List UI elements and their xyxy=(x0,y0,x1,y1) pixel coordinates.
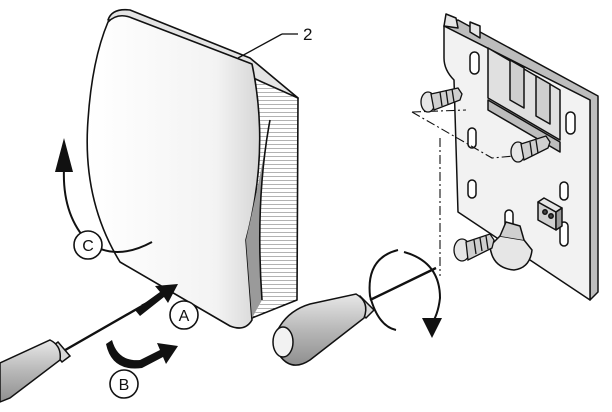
housing-front xyxy=(86,14,261,329)
mounting-plate xyxy=(443,13,599,301)
screw-lower xyxy=(453,233,495,262)
step-b-arrow xyxy=(106,340,178,369)
sensor-housing xyxy=(86,8,299,329)
step-c-label: C xyxy=(82,238,94,255)
step-c-callout: C xyxy=(73,230,103,260)
plate-bottom-clip xyxy=(489,235,533,271)
screwdriver-left-handle xyxy=(0,339,62,403)
part-callout: 2 xyxy=(237,25,312,59)
screwdriver-right xyxy=(272,266,437,366)
step-a-arrow xyxy=(135,284,178,316)
housing-front-curve-shadow xyxy=(246,120,270,318)
step-a-callout: A xyxy=(169,300,199,330)
rotation-arrow xyxy=(368,249,442,338)
part-number-label: 2 xyxy=(303,25,312,44)
step-b-label: B xyxy=(119,377,130,394)
screw-middle xyxy=(510,135,551,163)
step-b-callout: B xyxy=(109,369,139,399)
screw-upper xyxy=(420,87,463,113)
alignment-lines xyxy=(411,109,515,276)
terminal-block xyxy=(537,197,563,231)
step-a-label: A xyxy=(179,308,190,325)
